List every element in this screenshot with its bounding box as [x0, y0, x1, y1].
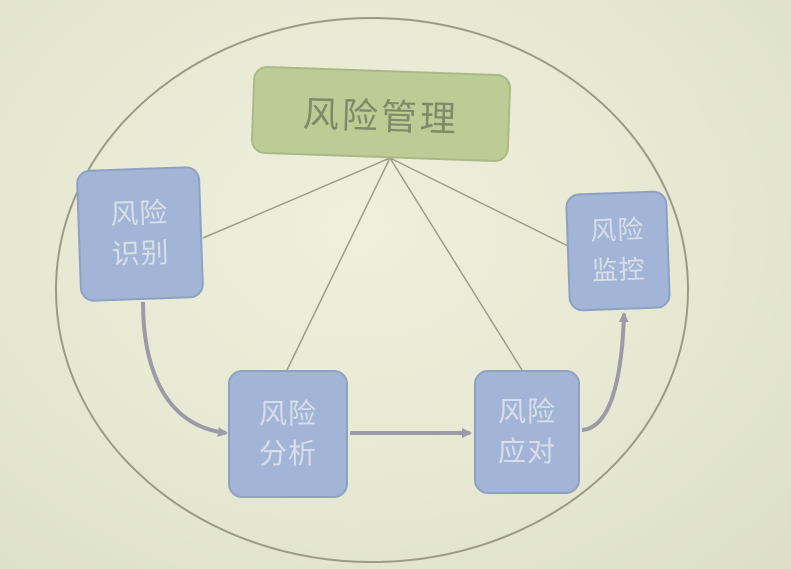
arrow-respond-to-monitor	[581, 312, 629, 432]
node-risk-identification: 风险 识别	[75, 165, 205, 303]
node-risk-monitoring: 风险 监控	[564, 190, 672, 312]
connector-line-monitor	[389, 157, 569, 247]
connector-line-identify	[202, 157, 391, 239]
node-risk-analysis: 风险 分析	[228, 370, 348, 498]
node-risk-response: 风险 应对	[474, 370, 580, 494]
connector-line-analyze	[286, 157, 391, 371]
connector-lines	[202, 157, 569, 371]
node-risk-management: 风险管理	[250, 65, 512, 163]
arrow-identify-to-analyze	[141, 301, 228, 437]
connector-line-respond	[389, 157, 523, 371]
flow-arrows	[141, 301, 629, 438]
outer-ellipse	[55, 17, 689, 563]
